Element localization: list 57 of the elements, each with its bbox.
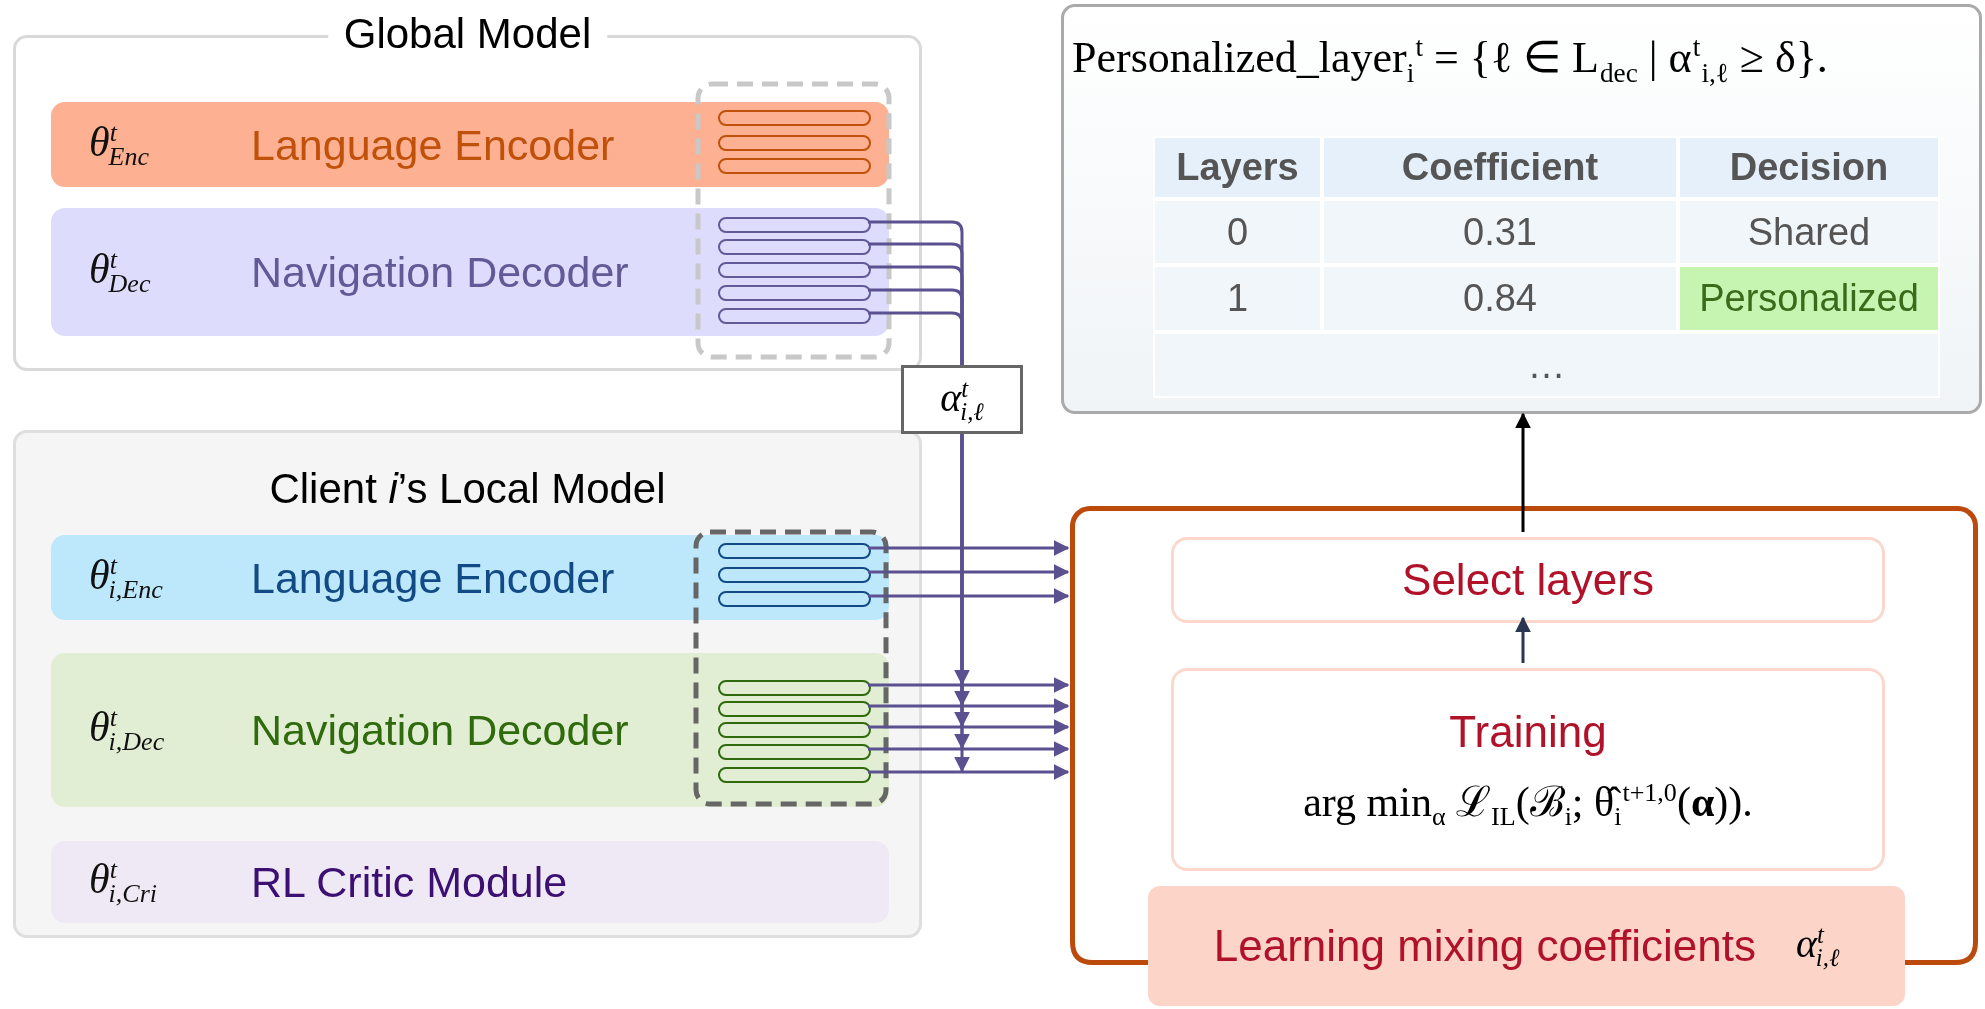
table-header-cell: Coefficient <box>1322 136 1678 199</box>
table-header-cell: Decision <box>1678 136 1940 199</box>
formula: Personalized_layer$_{i}$$^{t}$ = {ℓ ∈ L$_{dec}$ | α$^{t}$$_{i,ℓ}$ ≥ δ}. <box>1072 31 1828 89</box>
arrow <box>1515 412 1531 532</box>
module-band <box>51 653 889 807</box>
arrow <box>868 719 1070 735</box>
layer-bar <box>718 591 871 607</box>
module-label: RL Critic Module <box>251 857 568 907</box>
loop-frame <box>1070 506 1978 886</box>
table-cell: … <box>1153 332 1940 398</box>
layer-bar <box>718 217 871 233</box>
layer-bar <box>718 285 871 301</box>
arrow <box>868 540 1070 556</box>
module-label: Language Encoder <box>251 120 615 169</box>
process-box <box>1148 886 1905 1006</box>
table-cell: 1 <box>1153 265 1322 332</box>
model-panel <box>13 430 922 938</box>
layer-bar <box>718 567 871 583</box>
arrow <box>868 564 1070 580</box>
layer-bar <box>718 158 871 174</box>
table-cell: 0.84 <box>1322 265 1678 332</box>
table-cell: 0.31 <box>1322 199 1678 265</box>
layer-bar <box>718 722 871 738</box>
formula: arg min$_{α}$ ℒ$_{IL}$(ℬ$_{i}$; θ̂$_{i}$$^{t+1,0}$(α)). <box>1303 776 1753 833</box>
module-band <box>51 208 889 336</box>
layer-bar <box>718 262 871 278</box>
arrow <box>1515 616 1531 663</box>
layer-bar <box>718 135 871 151</box>
table-cell: Shared <box>1678 199 1940 265</box>
module-band <box>51 535 889 620</box>
layer-bar <box>718 680 871 696</box>
result-panel <box>1061 4 1982 414</box>
process-box <box>1171 668 1885 871</box>
table-cell: 0 <box>1153 199 1322 265</box>
step-label: Training <box>1449 706 1607 757</box>
arrow <box>868 588 1070 604</box>
arrow <box>868 698 1070 714</box>
layer-bar <box>718 701 871 717</box>
module-label: Navigation Decoder <box>251 705 629 755</box>
step-label: Select layers <box>1402 555 1654 605</box>
arrow <box>868 764 1070 780</box>
layer-bar <box>718 110 871 126</box>
step-label: Learning mixing coefficients <box>1213 921 1756 971</box>
table-cell: Personalized <box>1678 265 1940 332</box>
arrow <box>868 677 1070 693</box>
layer-bar <box>718 308 871 324</box>
layer-bar <box>718 767 871 783</box>
arrow <box>868 741 1070 757</box>
layer-bar <box>718 239 871 255</box>
layer-bar <box>718 543 871 559</box>
module-label: Language Encoder <box>251 553 615 602</box>
layer-bar <box>718 744 871 760</box>
table-header-cell: Layers <box>1153 136 1322 199</box>
coefficient-box <box>901 365 1023 434</box>
module-band <box>51 102 889 187</box>
process-box <box>1171 537 1885 623</box>
module-label: Navigation Decoder <box>251 247 629 297</box>
